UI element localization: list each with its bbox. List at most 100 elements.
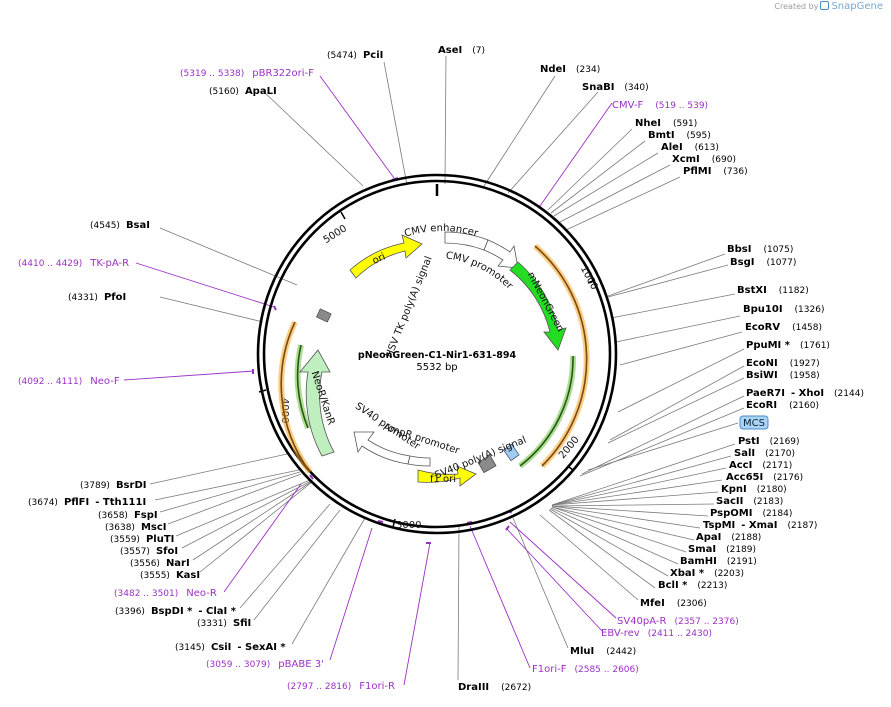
feature-blue-box (502, 443, 520, 462)
primer-label: (2797 .. 2816)F1ori-R (287, 681, 395, 692)
enzyme-label: ApaI(2188) (696, 532, 761, 543)
feature-mneongreen (509, 261, 567, 351)
primer-label: (5319 .. 5338)pBR322ori-F (180, 68, 314, 79)
feature-gray-box-left (315, 308, 332, 323)
enzyme-label: (4331)PfoI (68, 292, 126, 303)
enzyme-label: SalI(2170) (734, 448, 795, 459)
mcs-badge[interactable] (739, 415, 769, 430)
enzyme-label: KpnI(2180) (721, 484, 787, 495)
brand-name: SnapGene (831, 1, 883, 12)
enzyme-label: MfeI(2306) (640, 598, 707, 609)
orange-arc-right (533, 243, 590, 469)
enzymes-right: NheI(591) BmtI(595) AleI(613) XcmI(690) … (635, 118, 864, 411)
backbone-outer (256, 173, 618, 535)
feature-neor-kanr (299, 349, 335, 457)
enzyme-label: PstI(2169) (738, 436, 800, 447)
enzyme-label: PpuMI *(1761) (746, 340, 830, 351)
brand-prefix: Created by (774, 2, 819, 11)
feature-ori-label: ori (371, 251, 387, 266)
tick-label-3000: 3000 (396, 520, 421, 531)
tick-label-5000: 5000 (322, 223, 349, 246)
enzyme-label: NheI(591) (635, 118, 697, 129)
primer-label: F1ori-F(2585 .. 2606) (532, 664, 639, 675)
enzyme-label: (3556)NarI (130, 558, 190, 569)
enzyme-label: (5474)PciI (327, 50, 383, 61)
plasmid-length: 5532 bp (416, 362, 457, 373)
enzyme-label: AccI(2171) (729, 460, 792, 471)
enzyme-label: EcoRV(1458) (745, 322, 822, 333)
primer-label: (3482 .. 3501)Neo-R (114, 588, 217, 599)
enzyme-label: (3331)SfiI (197, 618, 251, 629)
mcs-label: MCS (743, 418, 765, 429)
feature-ori (349, 234, 423, 279)
enzyme-label: PflMI(736) (683, 166, 748, 177)
enzyme-label: (4545)BsaI (90, 220, 150, 231)
primer-label: (4410 .. 4429)TK-pA-R (18, 258, 129, 269)
enzyme-label: DraIII(2672) (458, 682, 531, 693)
feature-gray-box-right (477, 454, 497, 474)
enzyme-label: AseI(7) (438, 45, 485, 56)
enzyme-label: AleI(613) (661, 142, 719, 153)
enzyme-label: (3396)BspDI *- ClaI * (115, 606, 237, 617)
enzyme-label: (3559)PluTI (110, 534, 174, 545)
feature-hsv-tk-label: HSV TK poly(A) signal (384, 255, 435, 360)
enzymes-mcs: PstI(2169) SalI(2170) AccI(2171) Acc65I(… (640, 436, 817, 609)
enzyme-label: BstXI(1182) (737, 285, 809, 296)
feature-sv40-promoter (353, 431, 411, 465)
enzyme-label: BclI *(2213) (658, 580, 727, 591)
backbone-inner (262, 179, 612, 529)
enzyme-label: PaeR7I- XhoI(2144) (746, 388, 864, 399)
green-arc-left-core (296, 344, 309, 429)
green-arc-right-core (519, 355, 574, 467)
enzyme-label: (3638)MscI (105, 522, 167, 533)
enzyme-label: (3555)KasI (140, 570, 200, 581)
primer-lines (123, 75, 617, 686)
orange-arc-right-core (534, 245, 588, 467)
enzyme-label: Bpu10I(1326) (743, 304, 824, 315)
enzyme-label: (5160)ApaLI (209, 86, 277, 97)
primer-label: EBV-rev(2411 .. 2430) (601, 628, 712, 639)
enzyme-label: BamHI(2191) (680, 556, 757, 567)
orange-arc-left-core (280, 321, 311, 473)
enzyme-label: Acc65I(2176) (726, 472, 803, 483)
feature-f1-ori (417, 465, 477, 487)
tick-label-1000: 1000 (578, 264, 600, 292)
enzyme-label: MluI(2442) (570, 646, 636, 657)
primer-label: SV40pA-R(2357 .. 2376) (617, 616, 739, 627)
enzyme-label: BbsI(1075) (727, 244, 793, 255)
enzyme-label: PspOMI(2184) (710, 508, 792, 519)
enzyme-label: BsiWI(1958) (746, 370, 820, 381)
primer-label: (3059 .. 3079)pBABE 3' (206, 659, 324, 670)
enzyme-label: EcoNI(1927) (746, 358, 820, 369)
leader-lines (149, 55, 745, 681)
enzymes-top: (5474)PciI AseI(7) NdeI(234) SnaBI(340) … (209, 45, 649, 97)
scale-ticks (258, 211, 596, 528)
enzyme-label: (3557)SfoI (120, 546, 178, 557)
feature-cmv-enhancer-label: CMV enhancer (403, 223, 480, 240)
primer-label: (4092 .. 4111)Neo-F (18, 376, 120, 387)
snapgene-logo-icon (820, 1, 830, 10)
feature-ampr-promoter (407, 455, 431, 467)
enzyme-label: SacII(2183) (716, 496, 783, 507)
enzyme-label: (3658)FspI (98, 510, 158, 521)
feature-f1-ori-label: f1 ori (430, 474, 456, 485)
enzyme-label: EcoRI(2160) (746, 400, 819, 411)
enzymes-bottom: MluI(2442) DraIII(2672) (458, 646, 636, 693)
enzyme-label: (3145)CsiI- SexAI * (175, 642, 286, 653)
snapgene-brand: Created by SnapGene (774, 1, 883, 12)
enzyme-label: BmtI(595) (648, 130, 711, 141)
feature-mneongreen-label: mNeonGreen (525, 270, 566, 334)
enzyme-label: TspMI- XmaI(2187) (703, 520, 817, 531)
feature-ampr-promoter-label: AmpR promoter (382, 422, 462, 457)
enzyme-label: (3674)PflFI- Tth111I (28, 497, 146, 508)
enzymes-left: (4545)BsaI (4331)PfoI (3789)BsrDI (3674)… (28, 220, 286, 653)
enzyme-label: XbaI *(2203) (670, 568, 744, 579)
enzyme-label: XcmI(690) (672, 154, 736, 165)
enzyme-label: NdeI(234) (540, 64, 600, 75)
enzyme-label: SnaBI(340) (582, 82, 649, 93)
enzyme-label: SmaI(2189) (688, 544, 756, 555)
primer-label: CMV-F(519 .. 539) (612, 100, 708, 111)
enzyme-label: (3789)BsrDI (80, 480, 146, 491)
